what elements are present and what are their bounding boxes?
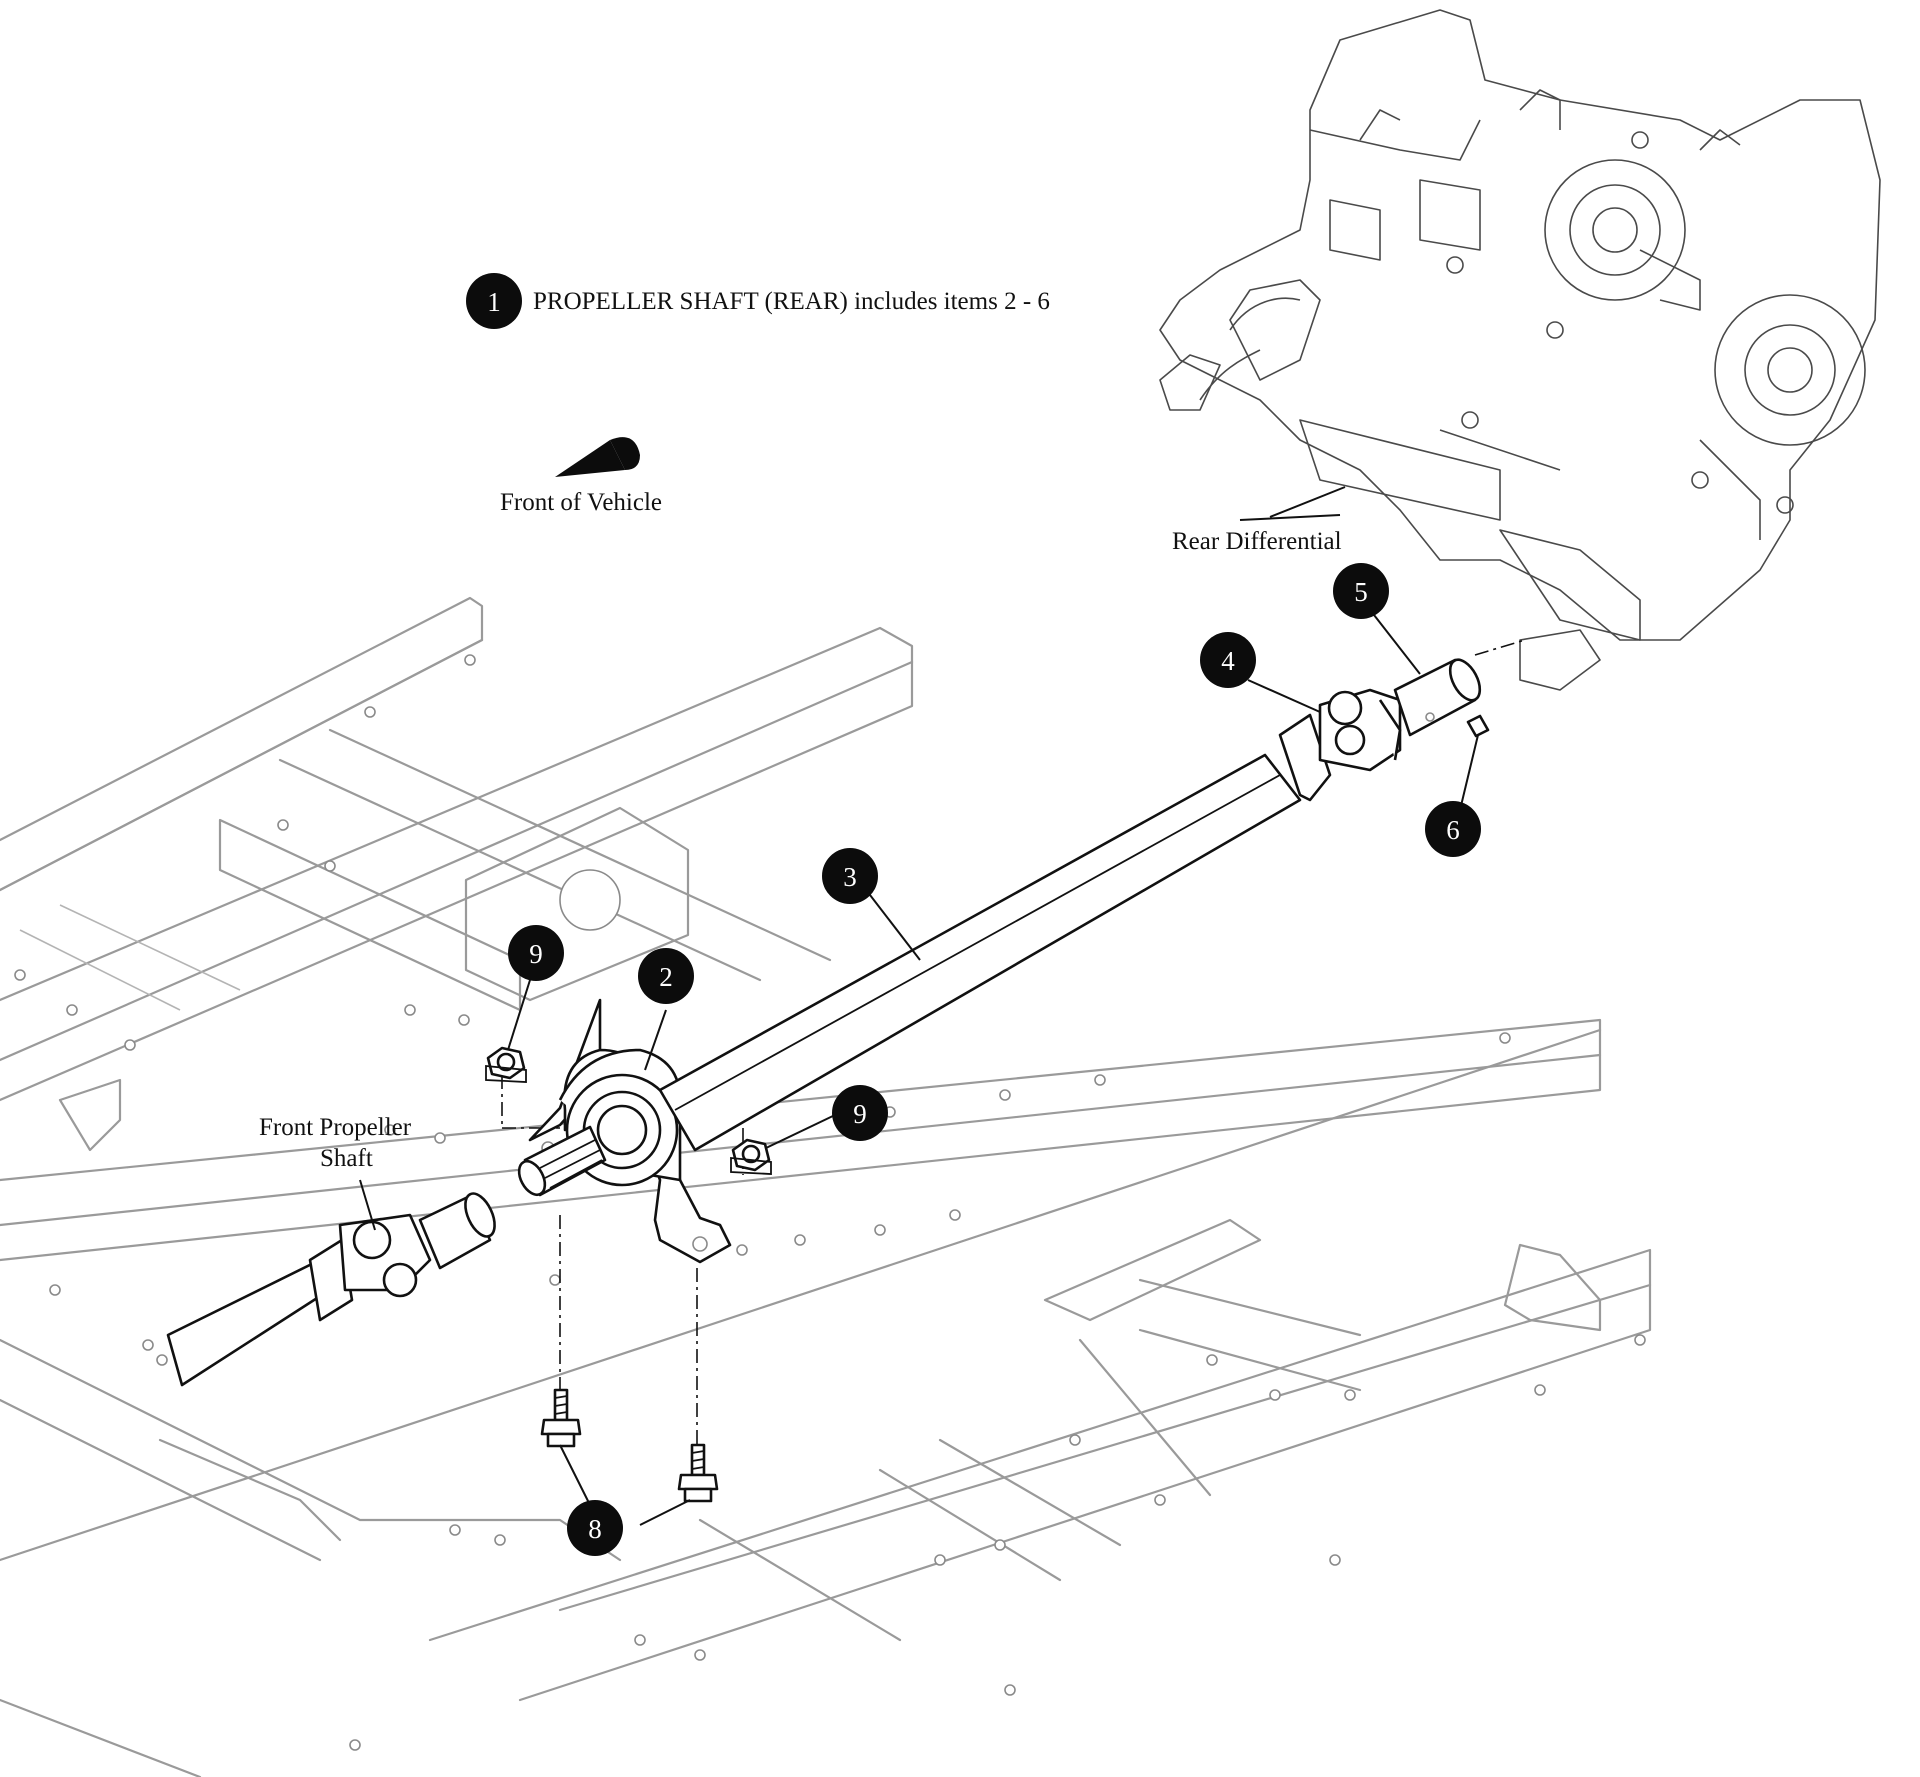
callout-leaders: [359, 514, 1479, 1526]
callout-number: 5: [1354, 577, 1368, 607]
flange-bolt-item-8-left: [540, 1388, 582, 1448]
callout-number: 2: [659, 962, 673, 992]
legend-text: PROPELLER SHAFT (REAR) includes items 2 …: [533, 288, 1050, 315]
callout-4: 4: [1200, 632, 1256, 688]
front-of-vehicle-label: Front of Vehicle: [500, 489, 662, 516]
flange-nut-item-9-left: [485, 1046, 527, 1083]
callout-number: 3: [843, 862, 857, 892]
legend-item-1: 1 PROPELLER SHAFT (REAR) includes items …: [466, 273, 1050, 329]
front-propeller-shaft-label-line1: Front Propeller: [259, 1114, 412, 1141]
propeller-shaft-tube-item-3: [658, 753, 1302, 1152]
callout-number: 9: [853, 1099, 867, 1129]
rear-differential-illustration: [1159, 9, 1881, 691]
callout-3: 3: [822, 848, 878, 904]
callout-number: 1: [487, 287, 501, 317]
center-bearing-item-2: [517, 998, 732, 1264]
callout-5: 5: [1333, 563, 1389, 619]
legend-callout-1: [466, 273, 522, 329]
grease-fitting-item-6: [1466, 714, 1490, 738]
rear-differential-leader: [1269, 486, 1346, 518]
universal-joint-item-4: [1278, 688, 1402, 802]
frame-holes: [14, 654, 1646, 1751]
flange-bolt-item-8-right: [677, 1443, 719, 1503]
vehicle-frame: [0, 596, 1652, 1777]
front-direction-arrow-icon: [555, 437, 640, 477]
front-propeller-shaft: [166, 1192, 496, 1387]
slip-yoke-item-5: [1393, 658, 1482, 737]
callout-2: 2: [638, 948, 694, 1004]
callout-number: 4: [1221, 646, 1235, 676]
callout-8: 8: [567, 1500, 623, 1556]
rear-differential-label: Rear Differential: [1172, 528, 1342, 555]
flange-nut-item-9-right: [730, 1138, 772, 1175]
callout-number: 9: [529, 939, 543, 969]
callout-9-left: 9: [508, 925, 564, 981]
callout-number: 8: [588, 1514, 602, 1544]
callout-9-right: 9: [832, 1085, 888, 1141]
callout-6: 6: [1425, 801, 1481, 857]
front-propeller-shaft-label-line2: Shaft: [320, 1145, 373, 1172]
callout-number: 6: [1446, 815, 1460, 845]
